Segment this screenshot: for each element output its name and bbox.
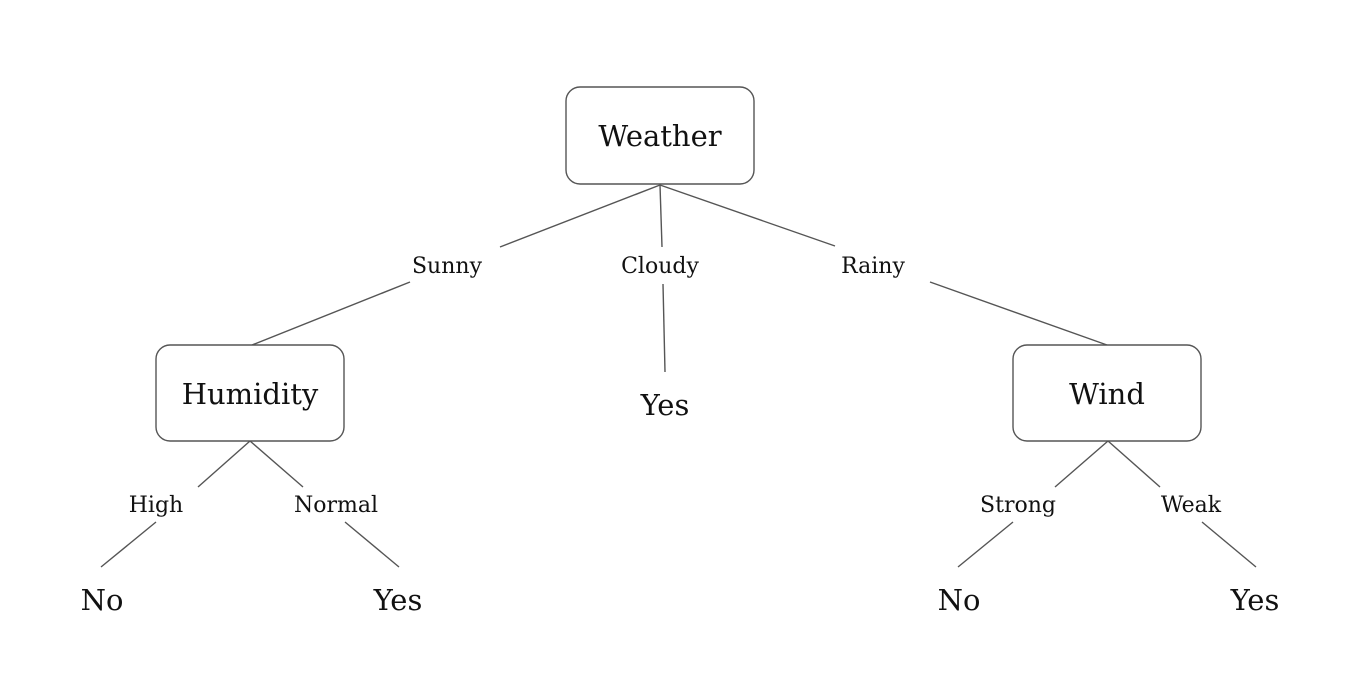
edge-sunny-to-humidity [251, 281, 411, 346]
edge-weather-to-sunny [499, 184, 661, 248]
edge-label-weak: Weak [1161, 493, 1222, 518]
node-weather-label: Weather [598, 119, 721, 153]
edge-label-sunny: Sunny [412, 254, 483, 279]
leaf-strong-no: No [938, 583, 981, 617]
edge-label-normal: Normal [294, 493, 378, 518]
edge-humidity-to-normal [249, 440, 304, 488]
edge-rainy-to-wind [929, 281, 1108, 346]
node-wind-box [1012, 344, 1202, 442]
leaf-high-no: No [81, 583, 124, 617]
edge-wind-to-weak [1107, 440, 1161, 488]
edge-cloudy-to-yes [662, 283, 666, 373]
leaf-weak-yes: Yes [1230, 583, 1280, 617]
node-wind: Wind [1012, 344, 1202, 442]
leaf-cloudy-yes: Yes [640, 388, 690, 422]
edge-strong-to-no [957, 521, 1014, 568]
edge-weak-to-yes [1201, 521, 1257, 568]
edge-label-cloudy: Cloudy [621, 254, 699, 279]
edge-high-to-no [100, 521, 157, 568]
node-humidity-label: Humidity [182, 377, 319, 411]
edge-label-high: High [129, 493, 183, 518]
edge-weather-to-rainy [659, 184, 836, 247]
node-wind-label: Wind [1069, 377, 1145, 411]
node-humidity: Humidity [155, 344, 345, 442]
edge-wind-to-strong [1054, 440, 1109, 488]
edge-weather-to-cloudy [659, 184, 663, 248]
node-weather-box [565, 86, 755, 185]
edge-label-strong: Strong [980, 493, 1056, 518]
node-humidity-box [155, 344, 345, 442]
edge-normal-to-yes [344, 521, 400, 568]
leaf-normal-yes: Yes [373, 583, 423, 617]
edge-humidity-to-high [197, 440, 251, 488]
node-weather: Weather [565, 86, 755, 185]
edge-label-rainy: Rainy [841, 254, 905, 279]
